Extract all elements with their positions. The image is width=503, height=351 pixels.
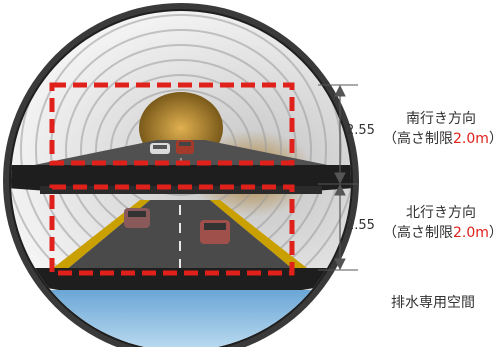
- lower-limit-prefix: （高さ制限: [383, 225, 453, 241]
- upper-limit-suffix: ）: [488, 131, 503, 147]
- upper-height-limit-box: [49, 82, 295, 166]
- upper-limit-value: 2.0m: [453, 131, 489, 147]
- lower-height-limit-label: （高さ制限2.0m）: [383, 224, 503, 242]
- upper-height-value: 2.55: [346, 123, 375, 138]
- lower-road: [60, 200, 300, 275]
- lower-limit-suffix: ）: [488, 225, 503, 241]
- dimension-arrow-icon: [318, 84, 358, 271]
- lower-car-left: [124, 208, 150, 228]
- upper-car-red: [176, 140, 194, 154]
- lower-height-limit-box: [49, 184, 295, 276]
- lower-height-value: 2.55: [346, 218, 375, 233]
- lower-slab: [30, 268, 332, 292]
- upper-direction-label: 南行き方向: [406, 111, 476, 127]
- upper-height-limit-label: （高さ制限2.0m）: [383, 130, 503, 148]
- drainage-space-label: 排水専用空間: [391, 295, 475, 311]
- lower-limit-value: 2.0m: [453, 225, 489, 241]
- lower-car-right: [200, 220, 230, 244]
- lower-direction-label: 北行き方向: [406, 205, 476, 221]
- upper-limit-prefix: （高さ制限: [383, 131, 453, 147]
- upper-car-white: [150, 143, 170, 154]
